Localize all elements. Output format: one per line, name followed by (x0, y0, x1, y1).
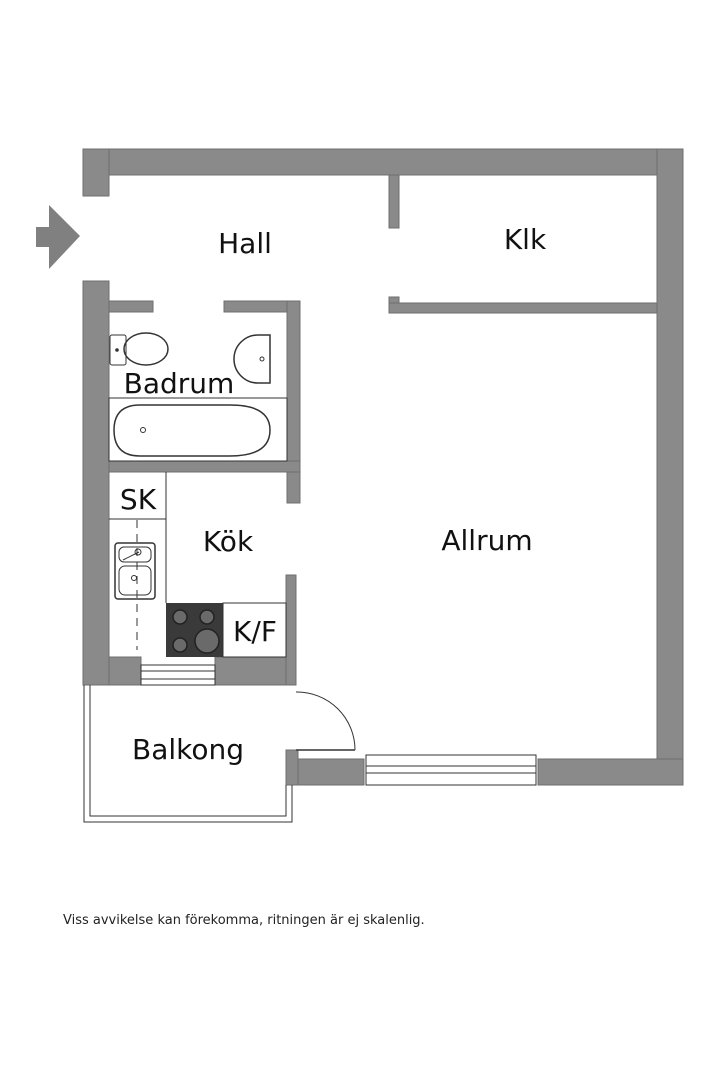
room-label-allrum: Allrum (441, 524, 532, 557)
sink-icon (233, 334, 271, 384)
room-label-kok: Kök (203, 525, 254, 558)
kitchen-sink-icon (114, 542, 156, 600)
door-swing-icon (295, 691, 356, 751)
room-label-balkong: Balkong (132, 733, 244, 766)
stove-icon (166, 603, 223, 657)
bathtub-icon (113, 404, 271, 457)
toilet-icon (109, 332, 169, 366)
interior-walls (108, 174, 658, 686)
balcony-outline (83, 685, 293, 823)
outer-walls (82, 148, 684, 786)
room-label-hall: Hall (218, 227, 272, 260)
window-icon (140, 664, 216, 686)
window-icon (365, 754, 537, 786)
bathroom-tub-panel (108, 397, 288, 462)
room-label-kf: K/F (233, 615, 277, 648)
fridge-freezer-unit (222, 602, 287, 658)
disclaimer-note: Viss avvikelse kan förekomma, ritningen … (63, 913, 425, 928)
entrance-arrow-icon (36, 205, 80, 269)
room-label-badrum: Badrum (124, 367, 235, 400)
room-label-sk: SK (120, 483, 157, 516)
room-label-klk: Klk (504, 223, 547, 256)
